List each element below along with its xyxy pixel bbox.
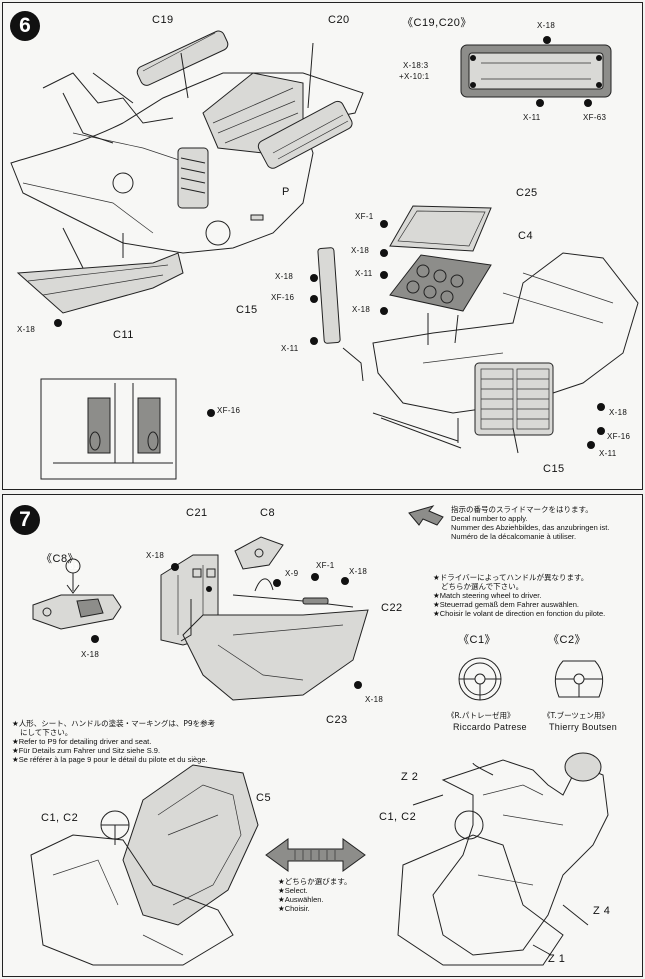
step-7-number: 7 bbox=[10, 505, 40, 535]
select-note-jp: ★どちらか選びます。 bbox=[278, 877, 352, 886]
select-double-arrow-icon bbox=[265, 838, 366, 872]
decal-61-label: 61 bbox=[69, 562, 79, 571]
screw-x11-c15-label: X-11 bbox=[281, 344, 299, 353]
screw-x18-c15-label: X-18 bbox=[275, 272, 294, 281]
decal-note-fr: Numéro de la décalcomanie à utiliser. bbox=[451, 532, 577, 541]
c15-side-panel bbox=[317, 247, 341, 344]
wheel-note-de: ★Steuerrad gemäß dem Fahrer auswählen. bbox=[433, 600, 579, 609]
screw-x18-c21-label: X-18 bbox=[146, 551, 165, 560]
decal-note-de: Nummer des Abziehbildes, das anzubringen… bbox=[451, 523, 610, 532]
c8-dashboard-inset bbox=[32, 558, 122, 643]
part-c15-side-label: C15 bbox=[236, 304, 258, 316]
step-6-panel: 6 bbox=[2, 2, 643, 490]
part-c8-bracket-label: 《C8》 bbox=[41, 553, 80, 565]
xf16-c15-label: XF-16 bbox=[271, 293, 295, 302]
c19-intake-rail bbox=[136, 30, 229, 86]
decal-note: 指示の番号のスライドマークをはります。 Decal number to appl… bbox=[451, 505, 609, 541]
screw-x11-cover-label: X-11 bbox=[523, 113, 541, 122]
wheel-note: ★ドライバーによってハンドルが異なります。 どちらか選んで下さい。 ★Match… bbox=[433, 573, 605, 618]
screw-x11-c4-label: X-11 bbox=[355, 269, 373, 278]
select-note-de: ★Auswählen. bbox=[278, 895, 324, 904]
part-c11-label: C11 bbox=[113, 329, 134, 341]
screw-x18-c23-label: X-18 bbox=[365, 695, 384, 704]
c11-diffuser bbox=[16, 252, 184, 314]
screw-x18-c8-label: X-18 bbox=[81, 650, 100, 659]
xf1-paint-label: XF-1 bbox=[355, 212, 374, 221]
detail-note-de: ★Für Details zum Fahrer und Sitz siehe S… bbox=[12, 746, 161, 755]
driver-c1c2-label: C1, C2 bbox=[379, 811, 417, 823]
detail-note-en: ★Refer to P9 for detailing driver and se… bbox=[12, 737, 152, 746]
part-c15-radiator-label: C15 bbox=[543, 463, 565, 475]
c8-bracket-part bbox=[234, 536, 284, 570]
detail-note-jp1: ★人形、シート、ハンドルの塗装・マーキングは、P9を参考 bbox=[12, 719, 216, 728]
xf1-c22-label: XF-1 bbox=[316, 561, 335, 570]
step-6-number: 6 bbox=[10, 11, 40, 41]
c4-trumpet-plate bbox=[389, 254, 492, 312]
decal-arrow-icon bbox=[408, 505, 444, 526]
c23-floor-pan bbox=[182, 609, 369, 701]
screw-x11-rad-label: X-11 bbox=[599, 449, 617, 458]
wheel-c1-driver-jp: 《R.パトレーゼ用》 bbox=[447, 711, 515, 720]
select-note-fr: ★Choisir. bbox=[278, 904, 310, 913]
xf63-paint-label: XF-63 bbox=[583, 113, 607, 122]
screw-x18-ratio-label: X-18:3 bbox=[403, 61, 429, 70]
wheel-note-jp2: どちらか選んで下さい。 bbox=[441, 582, 524, 591]
wheel-c1-label: 《C1》 bbox=[458, 634, 497, 646]
step-6-assembly-drawing bbox=[10, 30, 639, 480]
part-p-label: P bbox=[282, 186, 290, 198]
detail-note: ★人形、シート、ハンドルの塗装・マーキングは、P9を参考 にして下さい。 ★Re… bbox=[12, 719, 215, 764]
part-c19-label: C19 bbox=[152, 14, 174, 26]
part-c23-label: C23 bbox=[326, 714, 348, 726]
seat-c1c2-label: C1, C2 bbox=[41, 812, 79, 824]
screw-x10-ratio-label: +X-10:1 bbox=[399, 72, 430, 81]
c15-radiator bbox=[474, 362, 554, 436]
cockpit-inset bbox=[40, 378, 177, 480]
screw-x18-rad-label: X-18 bbox=[609, 408, 628, 417]
part-z4-label: Z 4 bbox=[593, 905, 611, 917]
part-c4-label: C4 bbox=[518, 230, 534, 242]
part-z2-label: Z 2 bbox=[401, 771, 419, 783]
wheel-note-jp1: ★ドライバーによってハンドルが異なります。 bbox=[433, 573, 589, 582]
part-c5-label: C5 bbox=[256, 792, 272, 804]
steering-wheel-c2 bbox=[554, 660, 604, 698]
screw-x18-c25-label: X-18 bbox=[351, 246, 370, 255]
cam-cover-inset bbox=[460, 44, 612, 98]
part-c22-label: C22 bbox=[381, 602, 403, 614]
screw-x18-c11-label: X-18 bbox=[17, 325, 36, 334]
decal-note-jp: 指示の番号のスライドマークをはります。 bbox=[451, 505, 593, 514]
steering-wheel-c1 bbox=[458, 657, 502, 701]
screw-x9-label: X-9 bbox=[285, 569, 299, 578]
part-c19c20-label: 《C19,C20》 bbox=[402, 17, 472, 29]
part-z1-label: Z 1 bbox=[548, 953, 566, 965]
detail-note-fr: ★Se référer à la page 9 pour le détail d… bbox=[12, 755, 208, 764]
driver-figure-drawing bbox=[397, 752, 609, 966]
xf16-rad-label: XF-16 bbox=[607, 432, 631, 441]
wheel-c2-label: 《C2》 bbox=[548, 634, 587, 646]
rear-damper bbox=[177, 147, 209, 209]
part-c25-label: C25 bbox=[516, 187, 538, 199]
step-7-assembly-drawing bbox=[30, 505, 609, 966]
wheel-note-fr: ★Choisir le volant de direction en fonct… bbox=[433, 609, 606, 618]
part-c20-label: C20 bbox=[328, 14, 350, 26]
select-note-en: ★Select. bbox=[278, 886, 308, 895]
c20-cam-cover bbox=[257, 100, 353, 169]
detail-note-jp2: にして下さい。 bbox=[20, 728, 73, 737]
screw-x18-c4-label: X-18 bbox=[352, 305, 371, 314]
part-c21-label: C21 bbox=[186, 507, 208, 519]
select-note: ★どちらか選びます。 ★Select. ★Auswählen. ★Choisir… bbox=[278, 877, 351, 913]
wheel-c2-driver-jp: 《T.ブーツェン用》 bbox=[543, 711, 609, 720]
wheel-c1-driver-name: Riccardo Patrese bbox=[453, 722, 527, 732]
c25-airbox-cover bbox=[389, 205, 492, 252]
step-7-panel: 7 bbox=[2, 494, 643, 977]
screw-x18-c22-label: X-18 bbox=[349, 567, 368, 576]
part-c8-label: C8 bbox=[260, 507, 276, 519]
decal-note-en: Decal number to apply. bbox=[451, 514, 528, 523]
seat-c5-drawing bbox=[30, 764, 259, 966]
wheel-c2-driver-name: Thierry Boutsen bbox=[549, 722, 618, 732]
wheel-note-en: ★Match steering wheel to driver. bbox=[433, 591, 542, 600]
screw-x18-top-label: X-18 bbox=[537, 21, 556, 30]
xf16-cockpit-label: XF-16 bbox=[217, 406, 241, 415]
